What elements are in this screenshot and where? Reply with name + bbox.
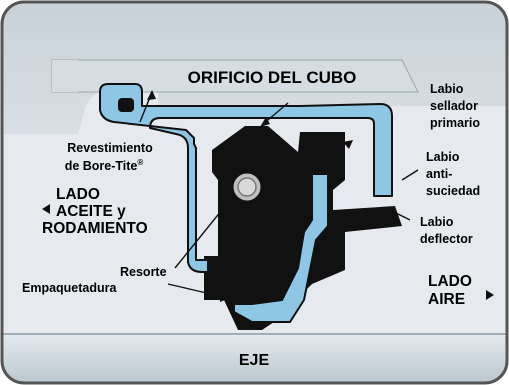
antidust-lip-label-line2: anti-: [426, 167, 452, 181]
air-side-label-line2: AIRE: [428, 291, 465, 308]
oil-side-label-line1: LADO: [56, 186, 100, 203]
spring-label: Resorte: [120, 265, 167, 279]
triangle-left-icon: [42, 204, 50, 214]
air-side-label-line1: LADO: [428, 273, 472, 290]
deflector-lip-label-line2: deflector: [420, 232, 473, 246]
bore-tite-label-line2: de Bore-Tite®: [65, 158, 144, 173]
leader-arrowheads: [147, 90, 353, 302]
hub-bore-label: ORIFICIO DEL CUBO: [188, 68, 357, 87]
primary-lip-label-line2: sellador: [430, 99, 478, 113]
shaft-label: EJE: [239, 352, 270, 369]
metal-case: [99, 83, 393, 273]
shaft: [2, 334, 507, 383]
primary-lip-label-line3: primario: [430, 116, 480, 130]
bore-tite-label-line1: Revestimiento: [67, 141, 153, 155]
antidust-lip-label-line3: suciedad: [426, 184, 480, 198]
primary-lip-label-line1: Labio: [430, 82, 464, 96]
registered-mark: ®: [137, 158, 143, 167]
deflector-lip-label-line1: Labio: [420, 215, 454, 229]
gasket-label: Empaquetadura: [22, 281, 118, 295]
antidust-lip-label-line1: Labio: [426, 150, 460, 164]
oil-side-label-line2: ACEITE y: [56, 203, 126, 220]
oil-side-label-line3: RODAMIENTO: [42, 220, 148, 237]
leader-lines: [139, 91, 419, 299]
inner-insert: [233, 173, 329, 323]
triangle-right-icon: [486, 290, 494, 300]
